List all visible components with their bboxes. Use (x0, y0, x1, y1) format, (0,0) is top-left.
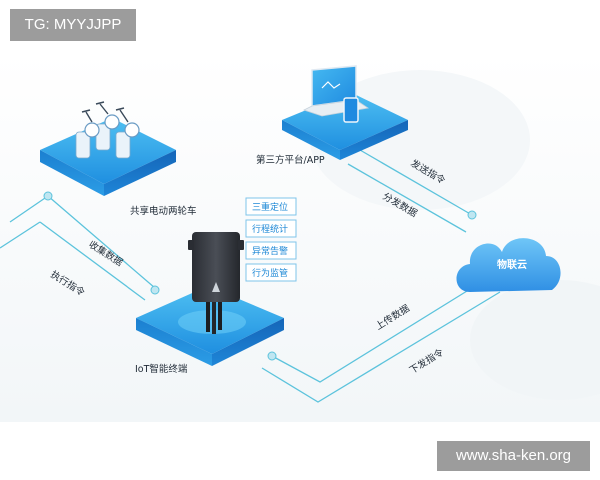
line-dispatch (261, 291, 501, 403)
dot (467, 210, 477, 220)
line-send (359, 149, 473, 216)
platform-top (40, 118, 176, 184)
feature-item: 行程统计 (252, 223, 288, 235)
cloud-icon (456, 238, 561, 292)
feature-item: 三重定位 (252, 201, 288, 213)
platform-side-right (104, 150, 176, 196)
watermark-top-left: TG: MYYJJPP (10, 9, 136, 41)
line-upload (271, 277, 489, 383)
line-ebike-left-tail (9, 195, 49, 223)
platform-side-left (40, 150, 104, 196)
feature-box (245, 219, 297, 238)
platform-label: 第三方平台/APP (256, 154, 325, 166)
ebike-icon (75, 101, 140, 159)
platform-node (282, 65, 408, 160)
platform-side-right (340, 120, 408, 160)
line-collect (47, 195, 156, 289)
iot-device-icon (188, 232, 244, 334)
feature-box (245, 263, 297, 282)
terminal-label: IoT智能终端 (135, 363, 188, 375)
dot (267, 351, 277, 361)
ebike-label: 共享电动两轮车 (130, 205, 197, 217)
watermark-bottom-right: www.sha-ken.org (437, 441, 590, 471)
platform-side-left (136, 318, 212, 366)
dot (43, 191, 53, 201)
cloud-label: 物联云 (497, 258, 527, 271)
dot (150, 285, 160, 295)
line-distribute (347, 163, 467, 233)
connector-lines (0, 149, 501, 403)
platform-side-left (282, 120, 340, 160)
feature-list: 三重定位 行程统计 异常告警 行为监管 (245, 197, 297, 282)
feature-box (245, 197, 297, 216)
feature-item: 异常告警 (252, 245, 288, 257)
cloud-node (456, 238, 561, 292)
feature-item: 行为监管 (252, 267, 288, 279)
background-blob (470, 280, 600, 400)
line-execute (39, 221, 146, 301)
terminal-node (136, 232, 284, 366)
ebike-node (40, 101, 176, 196)
phone-icon (343, 97, 359, 123)
platform-side-right (212, 318, 284, 366)
feature-box (245, 241, 297, 260)
line-ebike-left-tail-2 (0, 221, 41, 249)
